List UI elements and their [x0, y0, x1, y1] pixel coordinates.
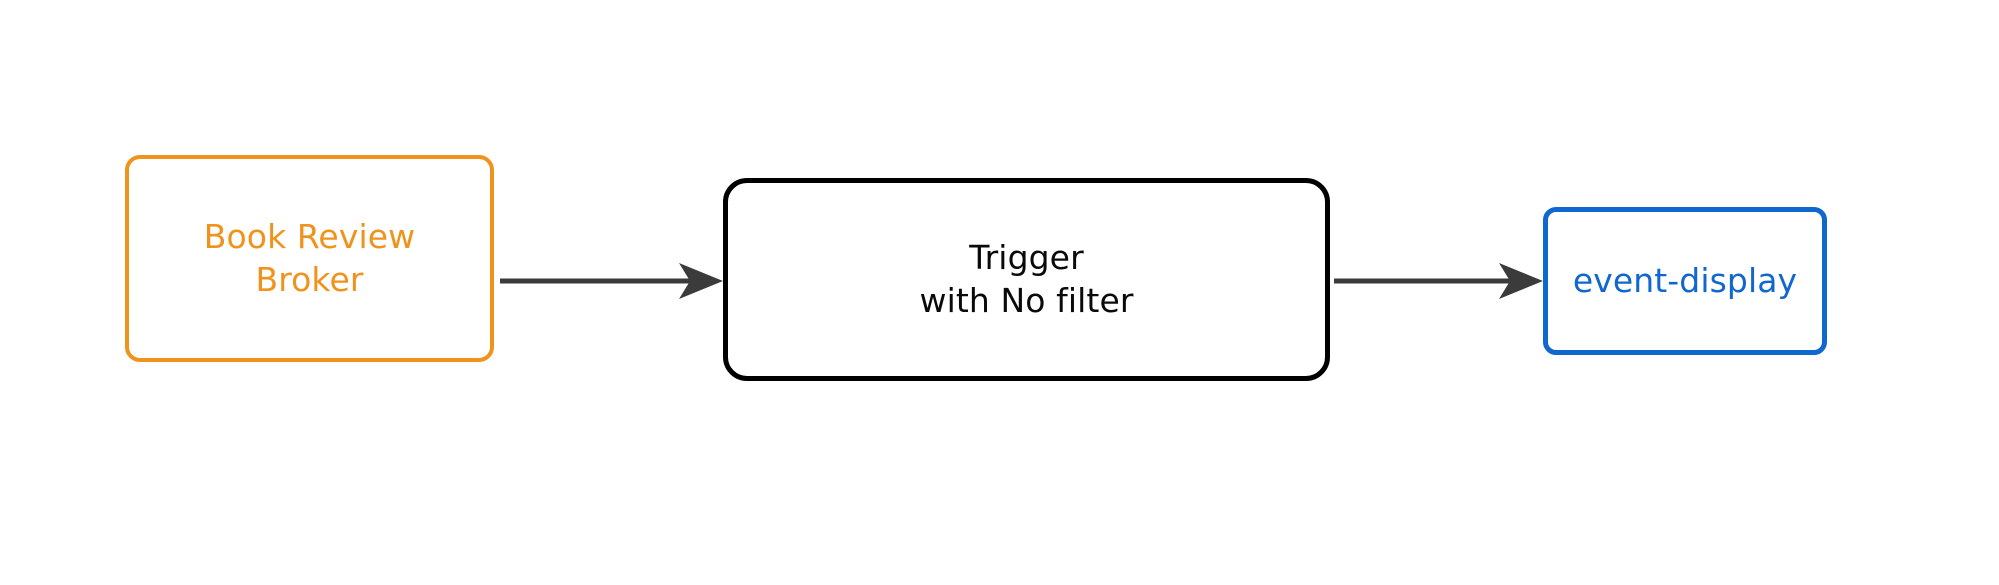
arrowhead-icon-broker-to-trigger — [679, 263, 723, 299]
node-trigger-label: Trigger with No filter — [919, 237, 1134, 320]
node-sink-label: event-display — [1572, 260, 1798, 300]
node-trigger-with-no-filter[interactable]: Trigger with No filter — [723, 178, 1330, 381]
node-book-review-broker[interactable]: Book Review Broker — [125, 155, 494, 362]
arrowhead-icon-trigger-to-sink — [1499, 263, 1543, 299]
node-source-label: Book Review Broker — [203, 216, 416, 299]
node-event-display[interactable]: event-display — [1543, 207, 1827, 355]
